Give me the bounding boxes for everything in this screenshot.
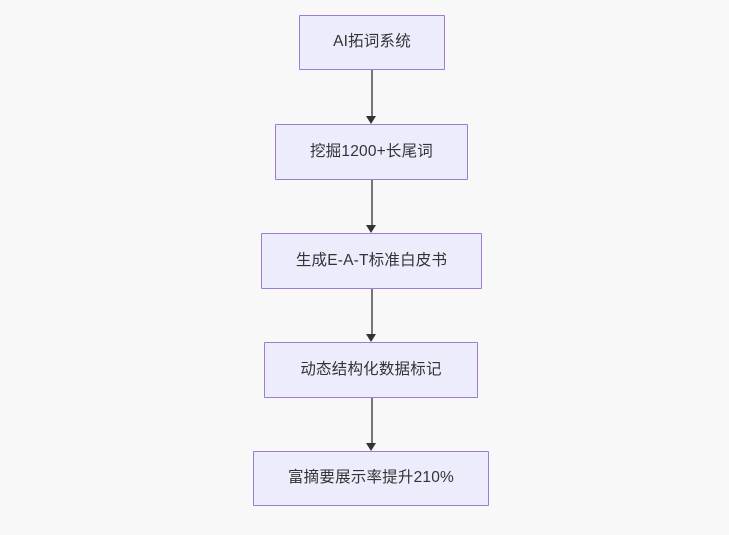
flow-node-ai-keyword-system[interactable]: AI拓词系统 <box>299 15 445 70</box>
flow-node-label: 生成E-A-T标准白皮书 <box>295 251 448 269</box>
flow-node-label: 动态结构化数据标记 <box>300 360 442 378</box>
edge-line <box>371 70 373 117</box>
flow-node-rich-snippet-uplift[interactable]: 富摘要展示率提升210% <box>253 451 489 506</box>
flow-node-label: 富摘要展示率提升210% <box>287 469 455 487</box>
edge-line <box>371 398 373 444</box>
flow-node-dynamic-structured-data[interactable]: 动态结构化数据标记 <box>264 342 478 398</box>
arrowhead-icon <box>366 334 377 342</box>
flow-node-label: 挖掘1200+长尾词 <box>309 142 434 160</box>
flow-edge-4-to-5 <box>366 398 377 451</box>
flow-edge-3-to-4 <box>366 289 377 342</box>
flow-node-label: AI拓词系统 <box>333 33 411 51</box>
flow-node-mine-longtail-keywords[interactable]: 挖掘1200+长尾词 <box>275 124 468 180</box>
edge-line <box>371 180 373 226</box>
flow-node-generate-eat-whitepaper[interactable]: 生成E-A-T标准白皮书 <box>261 233 482 289</box>
edge-line <box>371 289 373 335</box>
arrowhead-icon <box>366 443 377 451</box>
arrowhead-icon <box>366 116 377 124</box>
flow-edge-2-to-3 <box>366 180 377 233</box>
arrowhead-icon <box>366 225 377 233</box>
flow-edge-1-to-2 <box>366 70 377 124</box>
